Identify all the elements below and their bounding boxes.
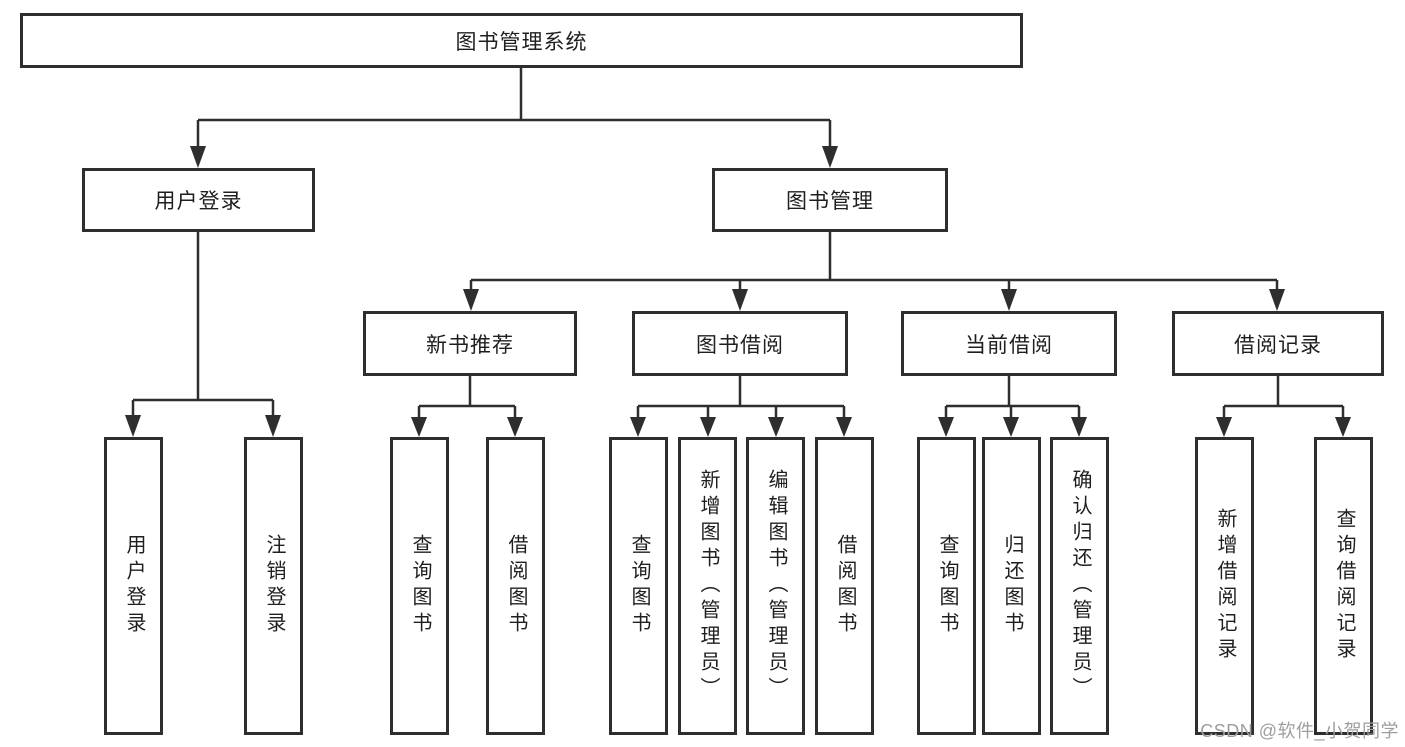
node-label: 新书推荐 — [426, 333, 514, 357]
csdn-watermark: CSDN @软件_小贺同学 — [1200, 721, 1399, 741]
node-user-login-branch: 用户登录 — [82, 168, 315, 232]
leaf-add-books-admin: 新增图书（管理员） — [678, 437, 737, 735]
node-current-borrow: 当前借阅 — [901, 311, 1117, 376]
leaf-label: 查询图书 — [628, 534, 650, 638]
node-borrow-records: 借阅记录 — [1172, 311, 1384, 376]
leaf-query-books-recommend: 查询图书 — [390, 437, 449, 735]
leaf-label: 查询借阅记录 — [1333, 508, 1355, 664]
leaf-label: 新增图书（管理员） — [697, 469, 719, 703]
node-new-book-recommend: 新书推荐 — [363, 311, 577, 376]
node-label: 图书管理 — [786, 190, 874, 213]
node-label: 图书借阅 — [696, 333, 784, 357]
leaf-logout: 注销登录 — [244, 437, 303, 735]
leaf-label: 用户登录 — [123, 534, 145, 638]
node-label: 当前借阅 — [965, 333, 1053, 357]
leaf-label: 新增借阅记录 — [1214, 508, 1236, 664]
leaf-label: 借阅图书 — [505, 534, 527, 638]
leaf-label: 借阅图书 — [834, 534, 856, 638]
leaf-return-books: 归还图书 — [982, 437, 1041, 735]
leaf-label: 编辑图书（管理员） — [765, 469, 787, 703]
leaf-label: 查询图书 — [409, 534, 431, 638]
leaf-confirm-return-admin: 确认归还（管理员） — [1050, 437, 1109, 735]
leaf-query-books-current: 查询图书 — [917, 437, 976, 735]
leaf-borrow-books-recommend: 借阅图书 — [486, 437, 545, 735]
leaf-borrow-books: 借阅图书 — [815, 437, 874, 735]
node-label: 图书管理系统 — [455, 30, 588, 54]
node-book-management-branch: 图书管理 — [712, 168, 948, 232]
leaf-label: 归还图书 — [1001, 534, 1023, 638]
leaf-query-borrow-record: 查询借阅记录 — [1314, 437, 1373, 735]
node-label: 用户登录 — [154, 190, 243, 213]
leaf-label: 确认归还（管理员） — [1069, 469, 1091, 703]
leaf-label: 查询图书 — [936, 534, 958, 638]
node-label: 借阅记录 — [1234, 333, 1322, 357]
node-library-system-root: 图书管理系统 — [20, 13, 1023, 68]
leaf-query-books-borrow: 查询图书 — [609, 437, 668, 735]
node-book-borrow: 图书借阅 — [632, 311, 848, 376]
leaf-edit-books-admin: 编辑图书（管理员） — [746, 437, 805, 735]
leaf-add-borrow-record: 新增借阅记录 — [1195, 437, 1254, 735]
leaf-label: 注销登录 — [263, 534, 285, 638]
leaf-user-login: 用户登录 — [104, 437, 163, 735]
